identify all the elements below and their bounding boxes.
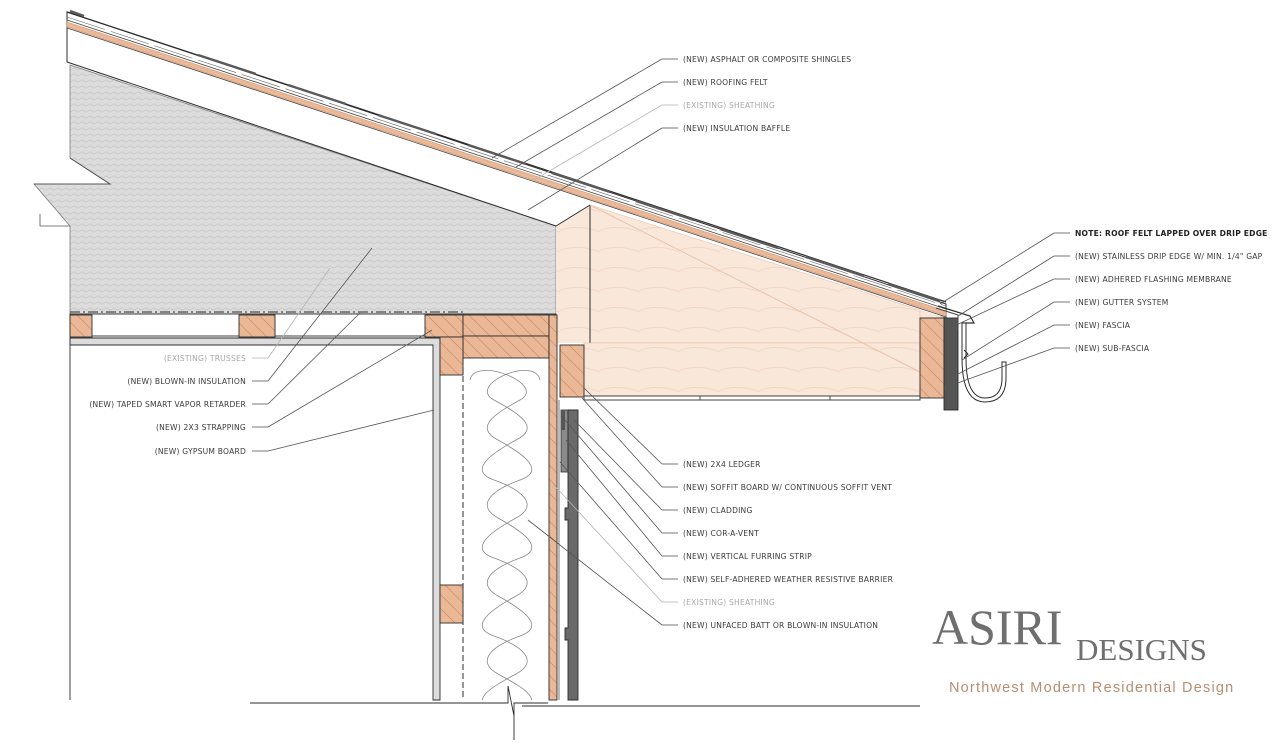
roof-assembly bbox=[66, 9, 947, 319]
wall-sheathing bbox=[548, 314, 558, 701]
break-lines bbox=[69, 338, 920, 740]
label-blown-in: (NEW) BLOWN-IN INSULATION bbox=[127, 377, 246, 386]
label-soffit: (NEW) SOFFIT BOARD W/ CONTINUOUS SOFFIT … bbox=[683, 483, 892, 492]
ledger bbox=[559, 344, 585, 398]
label-sub-fascia: (NEW) SUB-FASCIA bbox=[1075, 344, 1150, 353]
label-note: NOTE: ROOF FELT LAPPED OVER DRIP EDGE bbox=[1075, 229, 1268, 238]
drip-edge bbox=[937, 305, 976, 324]
label-trusses: (EXISTING) TRUSSES bbox=[164, 354, 246, 363]
shingle-courses bbox=[69, 9, 941, 303]
strapping-block bbox=[424, 314, 464, 338]
logo-sub-text: DESIGNS bbox=[1076, 632, 1207, 667]
sub-fascia bbox=[919, 317, 945, 399]
strapping-block bbox=[238, 314, 276, 338]
wall-stud-block bbox=[439, 584, 464, 624]
fascia bbox=[943, 317, 959, 411]
asiri-designs-logo: ASIRI DESIGNS Northwest Modern Residenti… bbox=[932, 599, 1234, 696]
label-flashing-membrane: (NEW) ADHERED FLASHING MEMBRANE bbox=[1075, 275, 1232, 284]
label-ledger: (NEW) 2X4 LEDGER bbox=[683, 460, 761, 469]
strapping-block bbox=[69, 314, 93, 338]
logo-tagline: Northwest Modern Residential Design bbox=[949, 680, 1234, 696]
rafter-tail bbox=[555, 204, 946, 401]
label-cladding: (NEW) CLADDING bbox=[683, 506, 753, 515]
label-fascia: (NEW) FASCIA bbox=[1075, 321, 1131, 330]
soffit-framing bbox=[583, 342, 921, 397]
leader-lines bbox=[252, 58, 1070, 626]
logo-main-text: ASIRI bbox=[932, 599, 1063, 655]
soffit-board bbox=[583, 395, 921, 401]
label-gypsum: (NEW) GYPSUM BOARD bbox=[155, 447, 246, 456]
label-furring: (NEW) VERTICAL FURRING STRIP bbox=[683, 552, 812, 561]
label-wall-sheathing: (EXISTING) SHEATHING bbox=[683, 598, 775, 607]
label-insulation-baffle: (NEW) INSULATION BAFFLE bbox=[683, 124, 790, 133]
label-batt: (NEW) UNFACED BATT OR BLOWN-IN INSULATIO… bbox=[683, 621, 878, 630]
label-wrb: (NEW) SELF-ADHERED WEATHER RESISTIVE BAR… bbox=[683, 575, 894, 584]
cladding bbox=[564, 409, 579, 701]
label-gutter: (NEW) GUTTER SYSTEM bbox=[1075, 298, 1168, 307]
eave-edge bbox=[919, 305, 1007, 411]
gutter bbox=[961, 322, 1007, 403]
label-roof-sheathing: (EXISTING) SHEATHING bbox=[683, 101, 775, 110]
callout-labels: (NEW) ASPHALT OR COMPOSITE SHINGLES (NEW… bbox=[89, 55, 1267, 630]
batt-insulation bbox=[469, 370, 541, 700]
label-cor-a-vent: (NEW) COR-A-VENT bbox=[683, 529, 759, 538]
top-plates bbox=[439, 314, 550, 376]
label-shingles: (NEW) ASPHALT OR COMPOSITE SHINGLES bbox=[683, 55, 851, 64]
label-vapor-retarder: (NEW) TAPED SMART VAPOR RETARDER bbox=[89, 400, 246, 409]
roofing-felt bbox=[66, 21, 947, 317]
cor-a-vent bbox=[561, 410, 565, 430]
ceiling-gypsum bbox=[69, 337, 441, 701]
exterior-wall bbox=[439, 314, 585, 701]
label-drip-edge: (NEW) STAINLESS DRIP EDGE W/ MIN. 1/4" G… bbox=[1075, 252, 1263, 261]
label-strapping: (NEW) 2X3 STRAPPING bbox=[156, 423, 246, 432]
label-roofing-felt: (NEW) ROOFING FELT bbox=[683, 78, 768, 87]
flashing-membrane bbox=[935, 307, 959, 330]
